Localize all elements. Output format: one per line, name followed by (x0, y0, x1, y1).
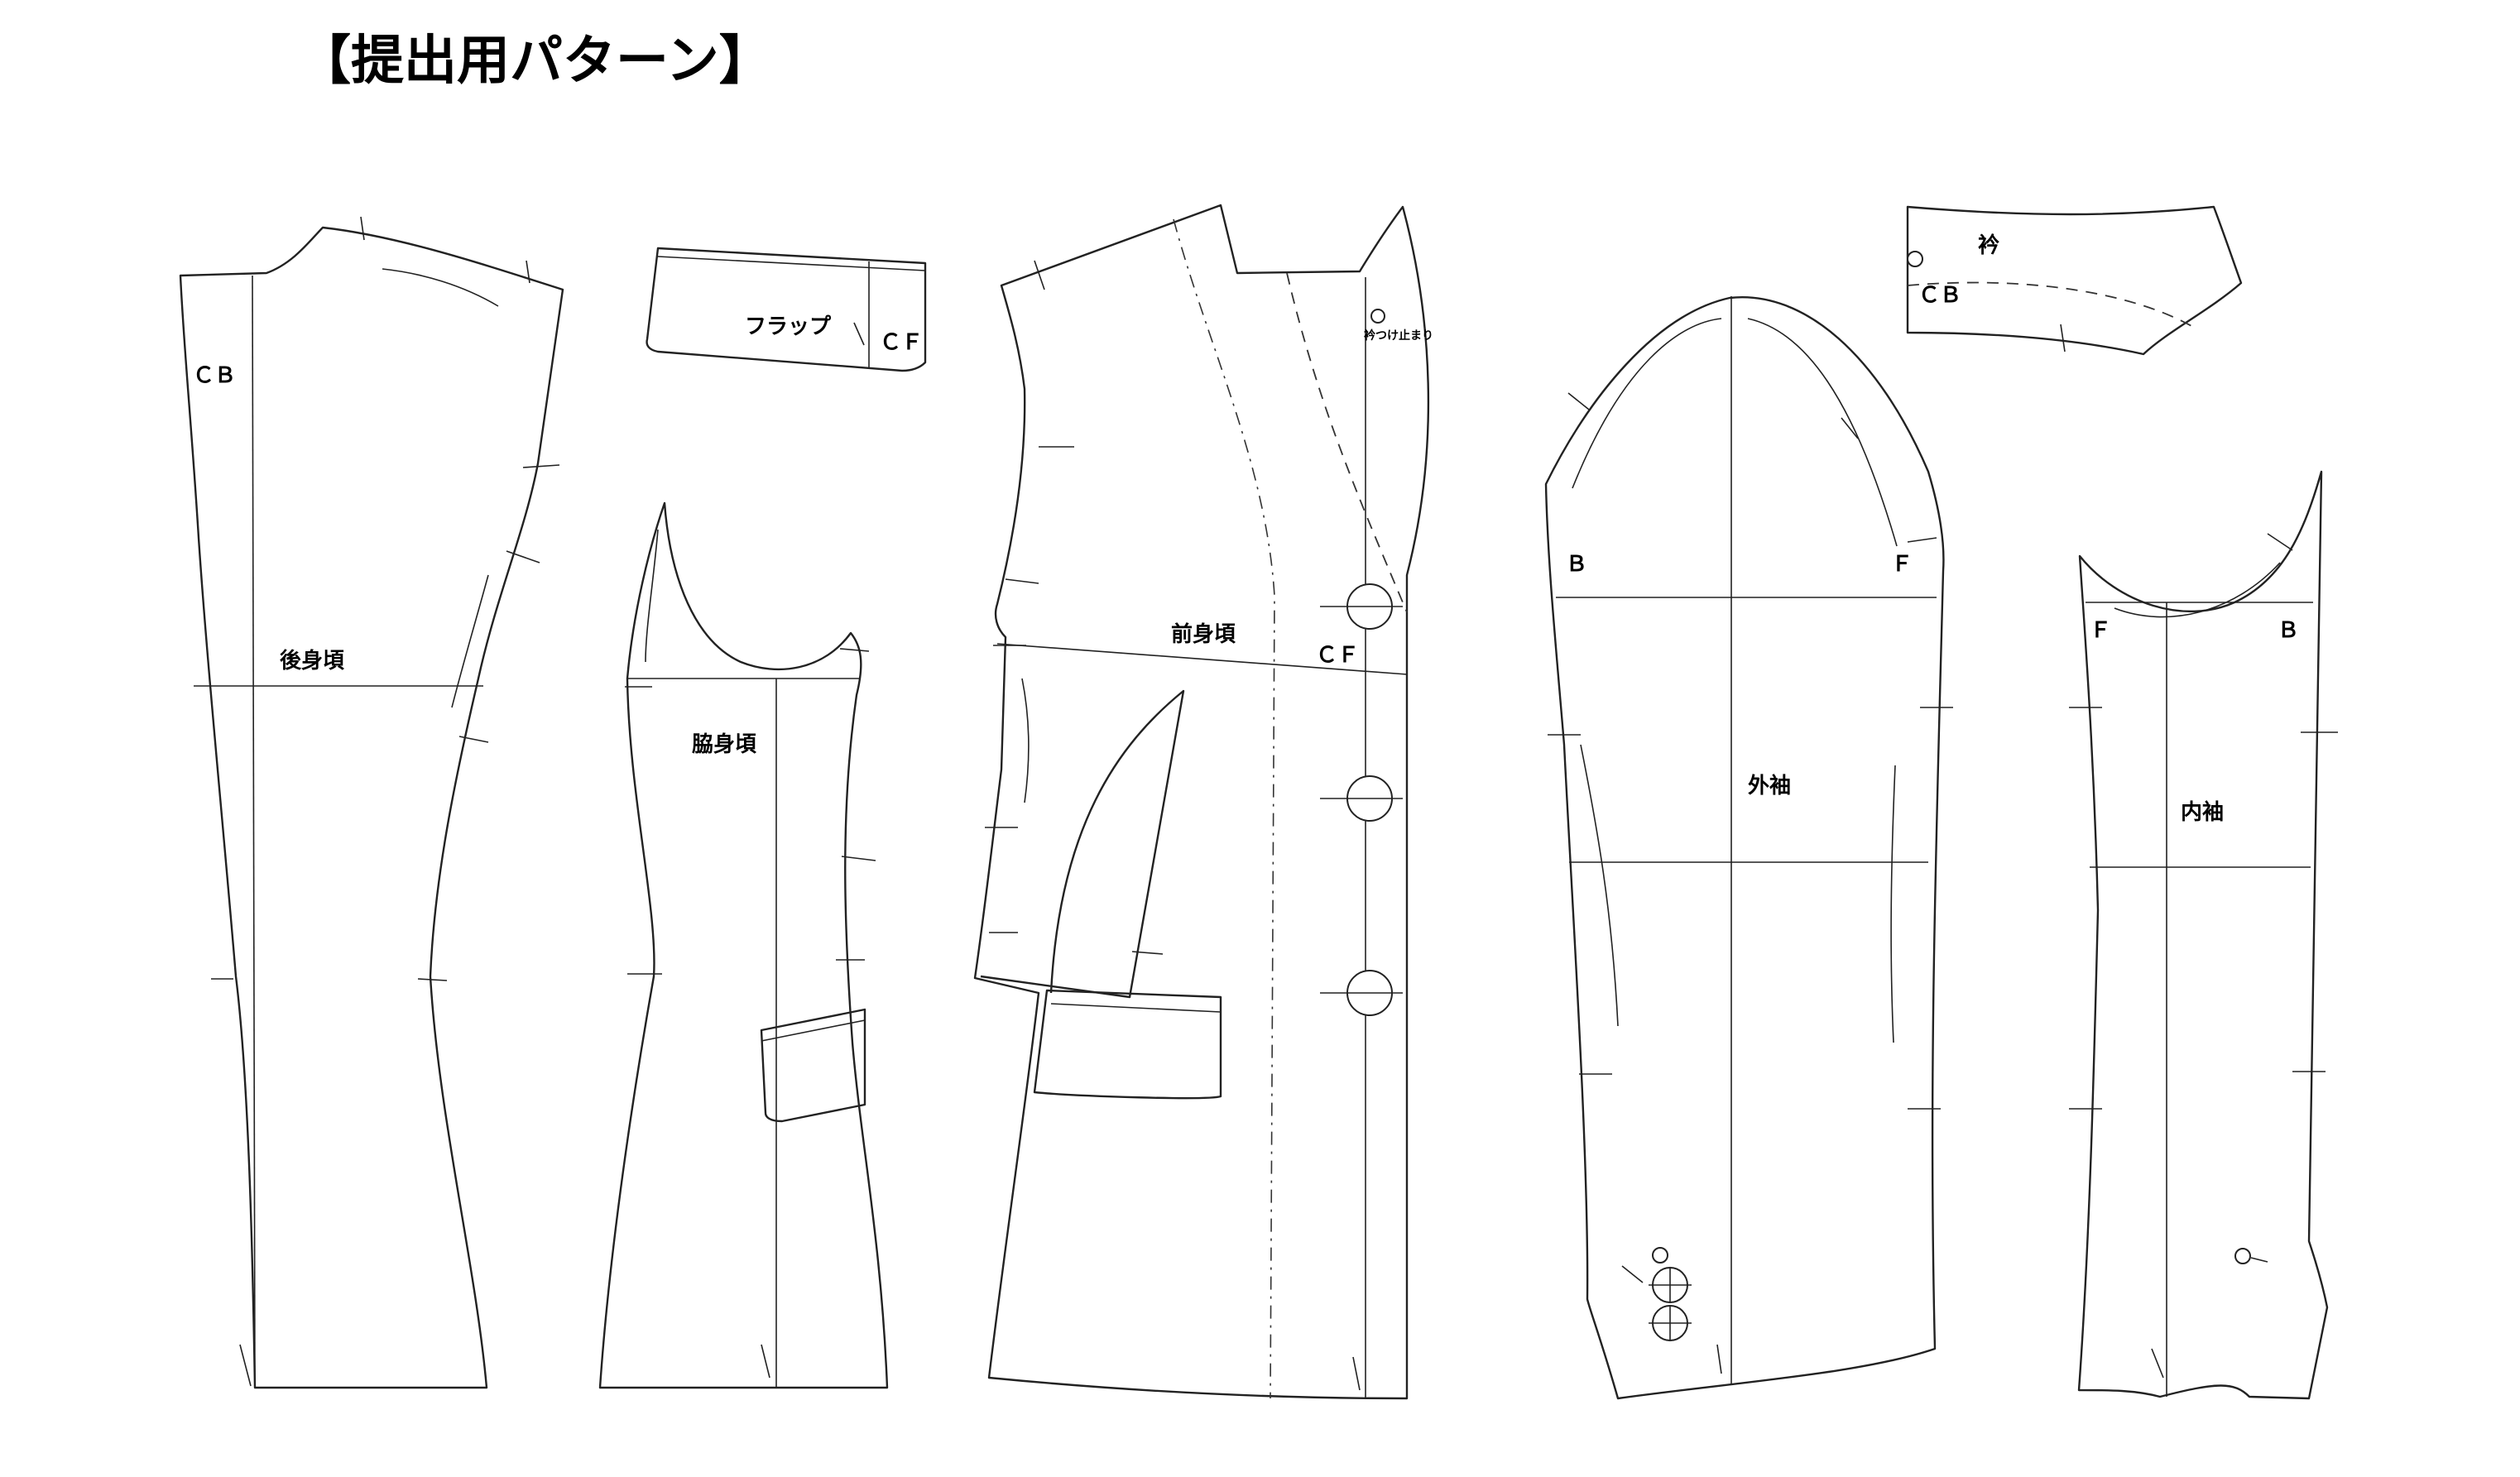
front-body-piece: 前身頃 ＣＦ 衿つけ止まり (973, 204, 1433, 1400)
collar-piece: 衿 ＣＢ (1906, 205, 2243, 356)
flap-piece: フラップ ＣＦ (646, 247, 927, 372)
collar-stop-note: 衿つけ止まり (1364, 328, 1433, 343)
outer-sleeve-label: 外袖 (1748, 773, 1791, 798)
collar-label: 衿 (1978, 233, 1999, 258)
outer-sleeve-b-label: Ｂ (1566, 552, 1587, 577)
flap-cf-label: ＣＦ (880, 330, 923, 355)
collar-cb-label: ＣＢ (1918, 283, 1961, 308)
inner-sleeve-b-label: Ｂ (2278, 618, 2299, 643)
page-title: 【提出用パターン】 (298, 31, 772, 92)
inner-sleeve-label: 内袖 (2181, 799, 2224, 825)
inner-sleeve-piece: Ｆ Ｂ 内袖 (2069, 470, 2338, 1400)
outer-sleeve-piece: Ｂ Ｆ 外袖 (1544, 295, 1953, 1400)
front-body-label: 前身頃 (1171, 621, 1236, 647)
back-body-label: 後身頃 (280, 648, 345, 674)
outer-sleeve-f-label: Ｆ (1891, 552, 1913, 577)
side-body-piece: 脇身頃 (598, 501, 889, 1389)
side-body-label: 脇身頃 (692, 731, 757, 757)
back-body-piece: ＣＢ 後身頃 (179, 216, 564, 1389)
flap-label: フラップ (745, 314, 832, 339)
back-cb-label: ＣＢ (193, 363, 236, 388)
front-cf-label: ＣＦ (1316, 643, 1359, 668)
inner-sleeve-f-label: Ｆ (2090, 618, 2111, 643)
